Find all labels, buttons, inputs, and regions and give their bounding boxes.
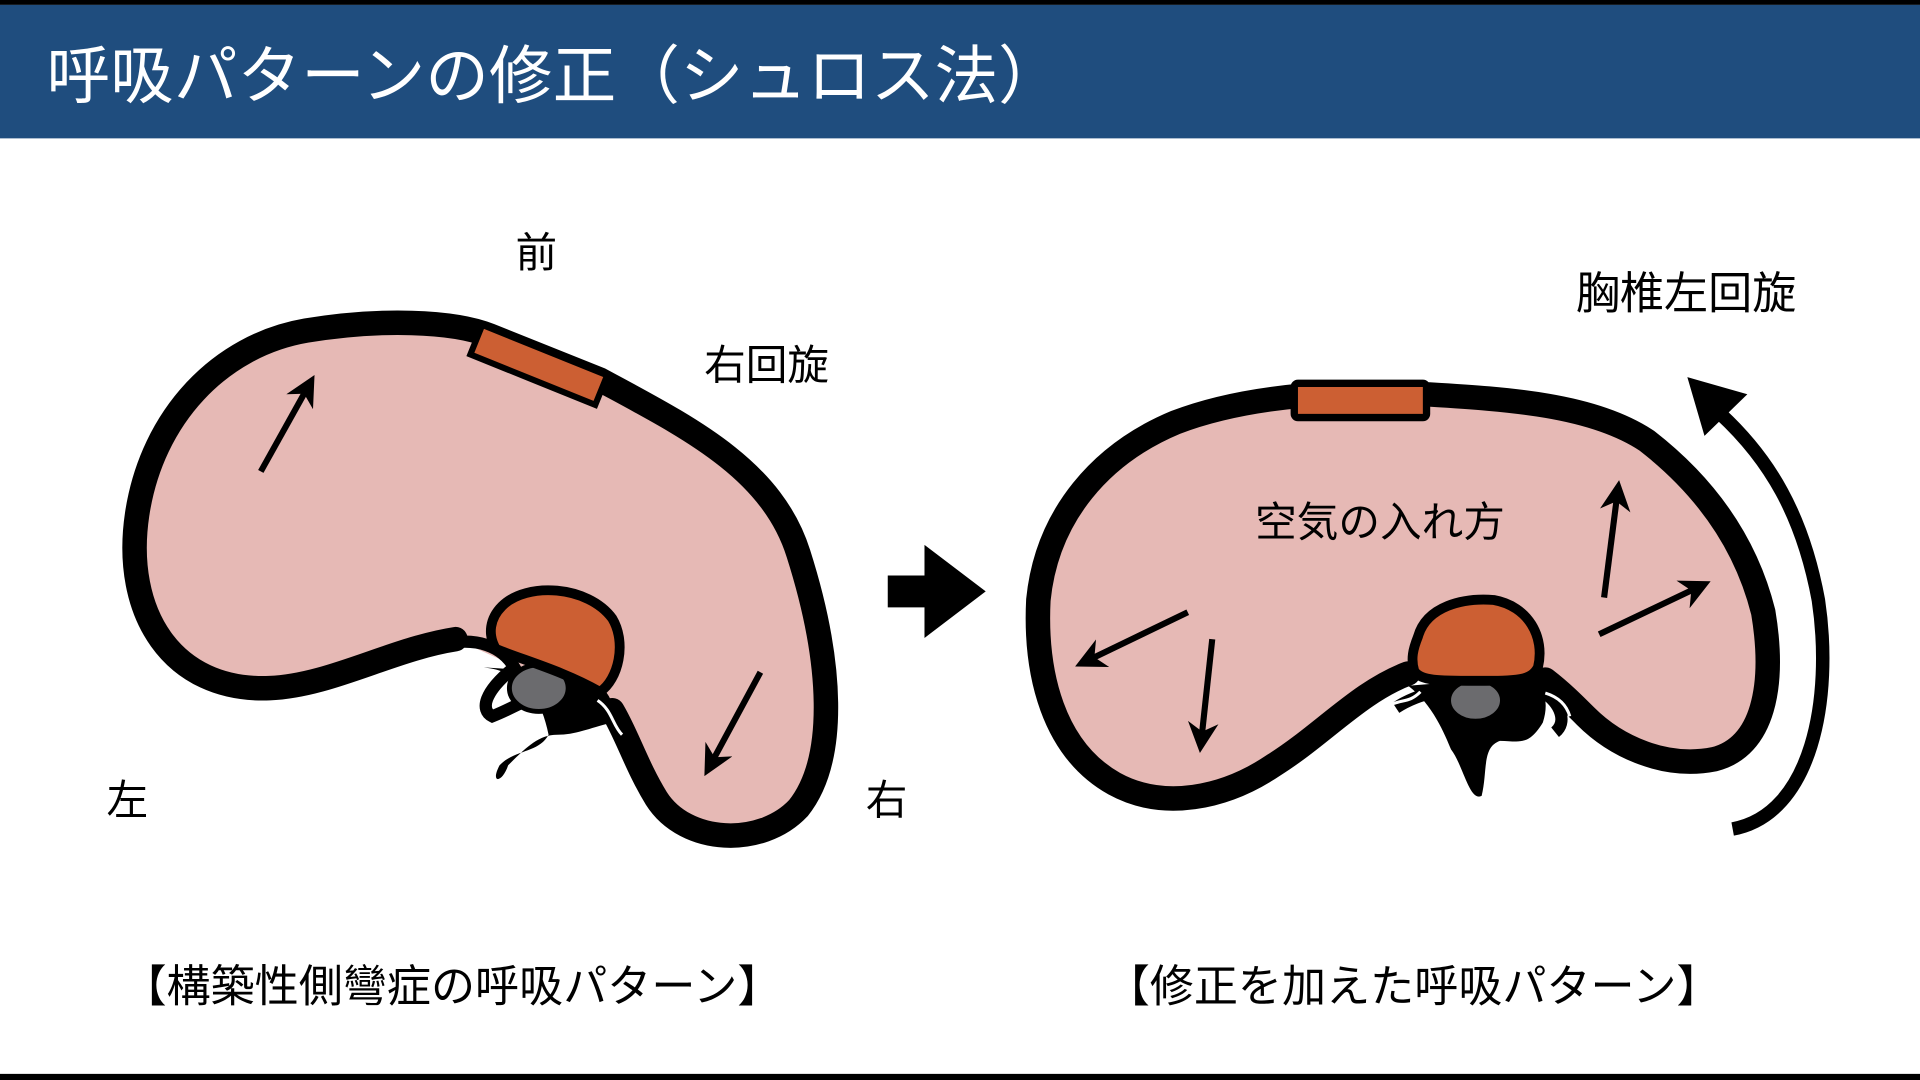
left-diagram: 前 右回旋 左 右 【構築性側彎症の呼吸パターン】 (107, 228, 908, 1013)
airflow-arrow-icon (704, 670, 764, 777)
label-right: 右 (866, 775, 908, 824)
label-thoracic-left-rotation: 胸椎左回旋 (1576, 269, 1796, 320)
bottom-border (0, 1073, 1920, 1080)
rotation-arrowhead-icon (1687, 377, 1748, 436)
airflow-arrow-icon (1075, 609, 1190, 668)
rotation-arrow-icon (1715, 408, 1830, 836)
airflow-arrow-icon (1600, 480, 1631, 598)
transition-arrow-icon (887, 544, 986, 638)
right-vertebra (1382, 594, 1572, 797)
label-air-direction: 空気の入れ方 (1255, 497, 1505, 546)
right-diagram: 空気の入れ方 胸椎左回旋 【修正を加えた呼吸パターン】 (1025, 269, 1830, 1013)
left-anterior-bone (466, 320, 612, 409)
right-anterior-bone (1290, 379, 1431, 422)
top-border (0, 0, 1920, 5)
label-right-rotation: 右回旋 (704, 341, 829, 390)
right-caption: 【修正を加えた呼吸パターン】 (1106, 962, 1721, 1013)
header-bar (0, 4, 1920, 139)
left-caption: 【構築性側彎症の呼吸パターン】 (122, 962, 781, 1013)
airflow-arrow-icon (1187, 638, 1219, 753)
page-title: 呼吸パターンの修正（シュロス法） (47, 40, 1062, 114)
airflow-arrow-icon (1597, 580, 1711, 638)
label-front: 前 (516, 228, 558, 277)
left-vertebra (441, 585, 625, 780)
airflow-arrow-icon (258, 375, 315, 473)
label-left: 左 (107, 775, 149, 824)
